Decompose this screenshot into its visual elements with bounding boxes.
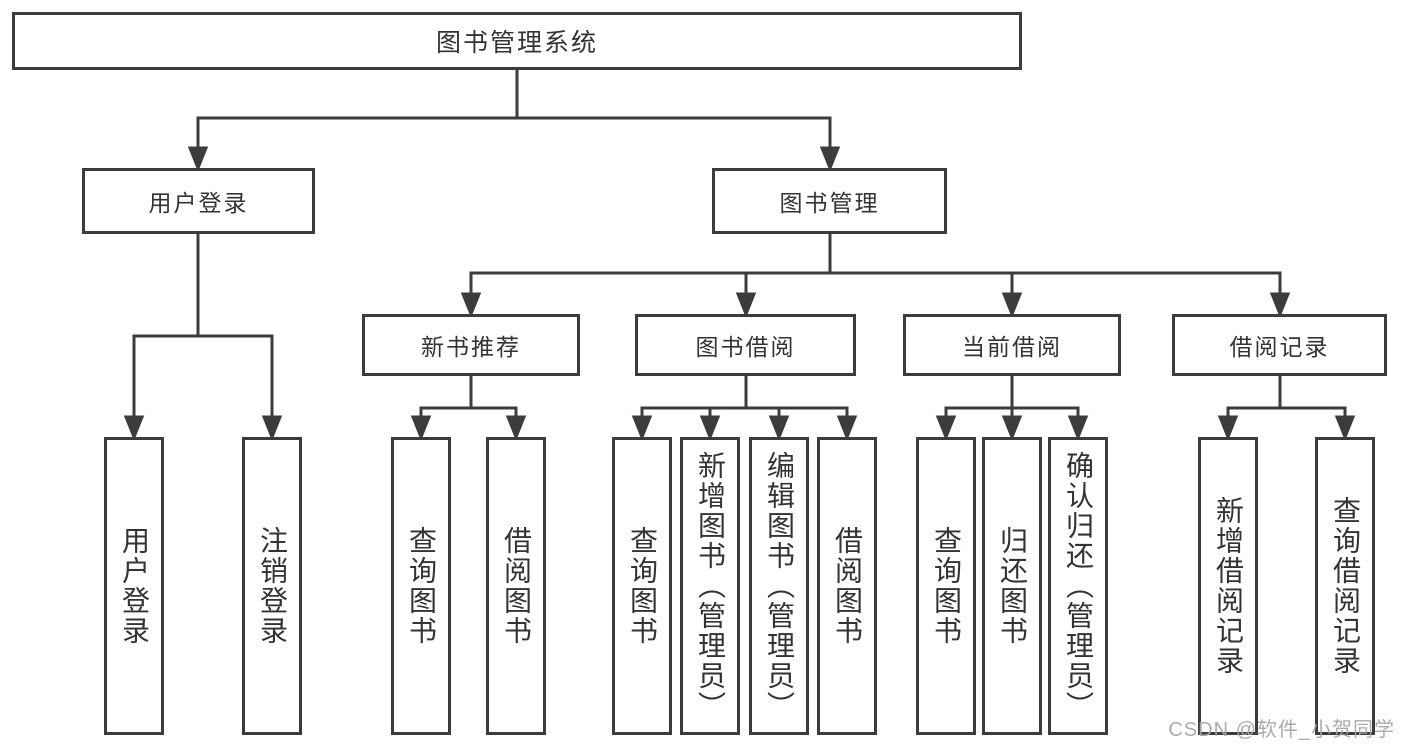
leaf-label: 借阅图书 [832, 526, 863, 646]
connector-new-book-children [410, 376, 527, 442]
leaf-query-books-borrow: 查询图书 [612, 437, 672, 735]
arrowhead-icon [187, 146, 209, 173]
node-label: 图书管理系统 [435, 29, 598, 57]
node-library-system: 图书管理系统 [12, 12, 1022, 70]
arrowhead-icon [768, 415, 790, 442]
connector-current-borrowing-children [935, 376, 1089, 442]
leaf-borrow-books-borrow: 借阅图书 [817, 437, 877, 735]
leaf-label: 注销登录 [257, 526, 288, 646]
arrowhead-icon [735, 292, 757, 319]
arrowhead-icon [699, 415, 721, 442]
leaf-label: 借阅图书 [501, 526, 532, 646]
arrowhead-icon [1334, 415, 1356, 442]
leaf-query-books-current: 查询图书 [916, 437, 976, 735]
node-user-login: 用户登录 [82, 168, 315, 234]
connector-borrowing-records-children [1217, 376, 1356, 442]
node-book-management: 图书管理 [712, 168, 947, 234]
node-new-book-recommendation: 新书推荐 [362, 314, 580, 376]
leaf-confirm-return-admin: 确认归还（管理员） [1048, 437, 1108, 735]
csdn-watermark: CSDN @软件_小贺同学 [1168, 719, 1395, 741]
leaf-add-book-admin: 新增图书（管理员） [680, 437, 740, 735]
leaf-return-book: 归还图书 [982, 437, 1042, 735]
arrowhead-icon [460, 292, 482, 319]
leaf-label: 查询图书 [406, 526, 437, 646]
node-label: 图书借阅 [695, 334, 796, 360]
arrowhead-icon [819, 146, 841, 173]
leaf-logout: 注销登录 [242, 437, 302, 735]
arrowhead-icon [123, 415, 145, 442]
node-current-borrowing: 当前借阅 [903, 314, 1121, 376]
leaf-label: 确认归还（管理员） [1063, 451, 1094, 721]
leaf-query-borrow-record: 查询借阅记录 [1315, 437, 1375, 735]
arrowhead-icon [836, 415, 858, 442]
leaf-label: 归还图书 [997, 526, 1028, 646]
arrowhead-icon [505, 415, 527, 442]
node-label: 图书管理 [779, 190, 880, 216]
arrowhead-icon [1001, 415, 1023, 442]
leaf-label: 新增图书（管理员） [695, 451, 726, 721]
arrowhead-icon [1217, 415, 1239, 442]
arrowhead-icon [1269, 292, 1291, 319]
node-label: 当前借阅 [962, 334, 1062, 360]
leaf-add-borrow-record: 新增借阅记录 [1198, 437, 1258, 735]
leaf-label: 用户登录 [119, 526, 150, 646]
leaf-label: 编辑图书（管理员） [764, 451, 795, 721]
arrowhead-icon [1001, 292, 1023, 319]
connector-book-management-children [460, 234, 1291, 319]
leaf-label: 新增借阅记录 [1213, 496, 1244, 676]
leaf-edit-book-admin: 编辑图书（管理员） [749, 437, 809, 735]
leaf-query-books-recommend: 查询图书 [391, 437, 451, 735]
leaf-label: 查询借阅记录 [1330, 496, 1361, 676]
node-label: 用户登录 [148, 190, 249, 216]
node-borrowing-records: 借阅记录 [1172, 314, 1387, 376]
arrowhead-icon [410, 415, 432, 442]
node-label: 借阅记录 [1229, 334, 1330, 360]
arrowhead-icon [1067, 415, 1089, 442]
connector-user-login-children [123, 234, 283, 442]
leaf-user-login: 用户登录 [104, 437, 164, 735]
connector-book-borrowing-children [631, 376, 858, 442]
arrowhead-icon [935, 415, 957, 442]
arrowhead-icon [261, 415, 283, 442]
node-book-borrowing: 图书借阅 [635, 314, 856, 376]
leaf-label: 查询图书 [627, 526, 658, 646]
node-label: 新书推荐 [421, 334, 521, 360]
arrowhead-icon [631, 415, 653, 442]
leaf-label: 查询图书 [931, 526, 962, 646]
connector-root-to-level2 [187, 70, 841, 173]
leaf-borrow-books-recommend: 借阅图书 [486, 437, 546, 735]
